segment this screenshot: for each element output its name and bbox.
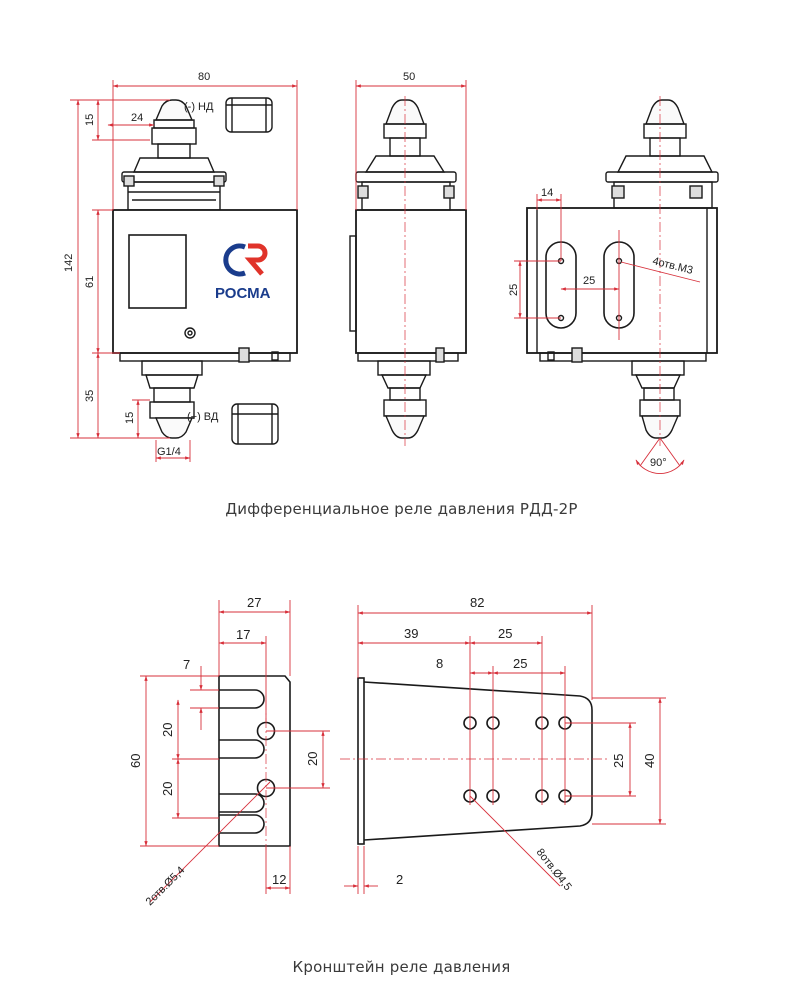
dim-25-horizontal: 25	[583, 275, 595, 287]
holes-note-5-4: 2отв.Ø5,4	[144, 864, 188, 908]
relay-caption: Дифференциальное реле давления РДД-2Р	[225, 500, 578, 518]
dim-20-lower: 20	[160, 782, 175, 796]
dim-8: 8	[436, 656, 443, 671]
dim-60: 60	[128, 754, 143, 768]
bracket-top-dimensions	[340, 605, 666, 894]
relay-back-labels: 14 25 25 4отв.М3 90°	[508, 187, 694, 469]
dim-27: 27	[247, 595, 261, 610]
relay-side-view	[349, 99, 467, 439]
bracket-caption: Кронштейн реле давления	[292, 958, 511, 976]
dim-61: 61	[84, 276, 96, 288]
relay-front-view	[112, 97, 298, 445]
holes-note-4-5: 8отв.Ø4,5	[534, 846, 574, 893]
relay-back-dimensions	[514, 96, 701, 475]
dim-25-inner: 25	[513, 656, 527, 671]
dim-24: 24	[131, 112, 143, 124]
dim-20-right: 20	[305, 752, 320, 766]
dim-82: 82	[470, 595, 484, 610]
bracket-side-dimensions	[140, 600, 330, 903]
label-thread: G1/4	[157, 446, 181, 458]
dim-35: 35	[84, 390, 96, 402]
bracket-side-labels: 27 17 7 60 20 20 20 12 2отв.Ø5,4	[128, 595, 320, 908]
dim-50: 50	[403, 71, 415, 83]
label-high-pressure: (+) ВД	[187, 411, 219, 423]
dim-142: 142	[63, 254, 75, 272]
dim-12: 12	[272, 872, 286, 887]
bracket-top-labels: 82 39 25 8 25 25 40 2 8отв.Ø4,5	[396, 595, 657, 893]
dim-39: 39	[404, 626, 418, 641]
bracket-side-view	[218, 675, 291, 847]
dim-25-vertical: 25	[508, 284, 520, 296]
dim-20-upper: 20	[160, 723, 175, 737]
rosma-logo: РОСМА	[215, 243, 271, 302]
dim-15-top: 15	[84, 114, 96, 126]
angle-90: 90°	[650, 457, 667, 469]
holes-note-m3: 4отв.М3	[651, 255, 694, 277]
label-low-pressure: (-) НД	[184, 101, 214, 113]
relay-front-dimensions	[70, 80, 298, 462]
relay-front-labels: 80 142 15 61 35 24 15 (-) НД (+) ВД G1/4	[63, 71, 219, 458]
dim-40: 40	[642, 754, 657, 768]
dim-7: 7	[183, 657, 190, 672]
logo-text: РОСМА	[215, 285, 271, 302]
dim-14: 14	[541, 187, 553, 199]
relay-side-dimensions	[355, 80, 467, 446]
dim-15-bottom: 15	[124, 412, 136, 424]
dim-25-right: 25	[611, 754, 626, 768]
dim-17: 17	[236, 627, 250, 642]
dim-80: 80	[198, 71, 210, 83]
dim-2: 2	[396, 872, 403, 887]
bracket-top-view	[357, 677, 593, 845]
relay-back-view	[526, 99, 719, 439]
dim-25-top: 25	[498, 626, 512, 641]
